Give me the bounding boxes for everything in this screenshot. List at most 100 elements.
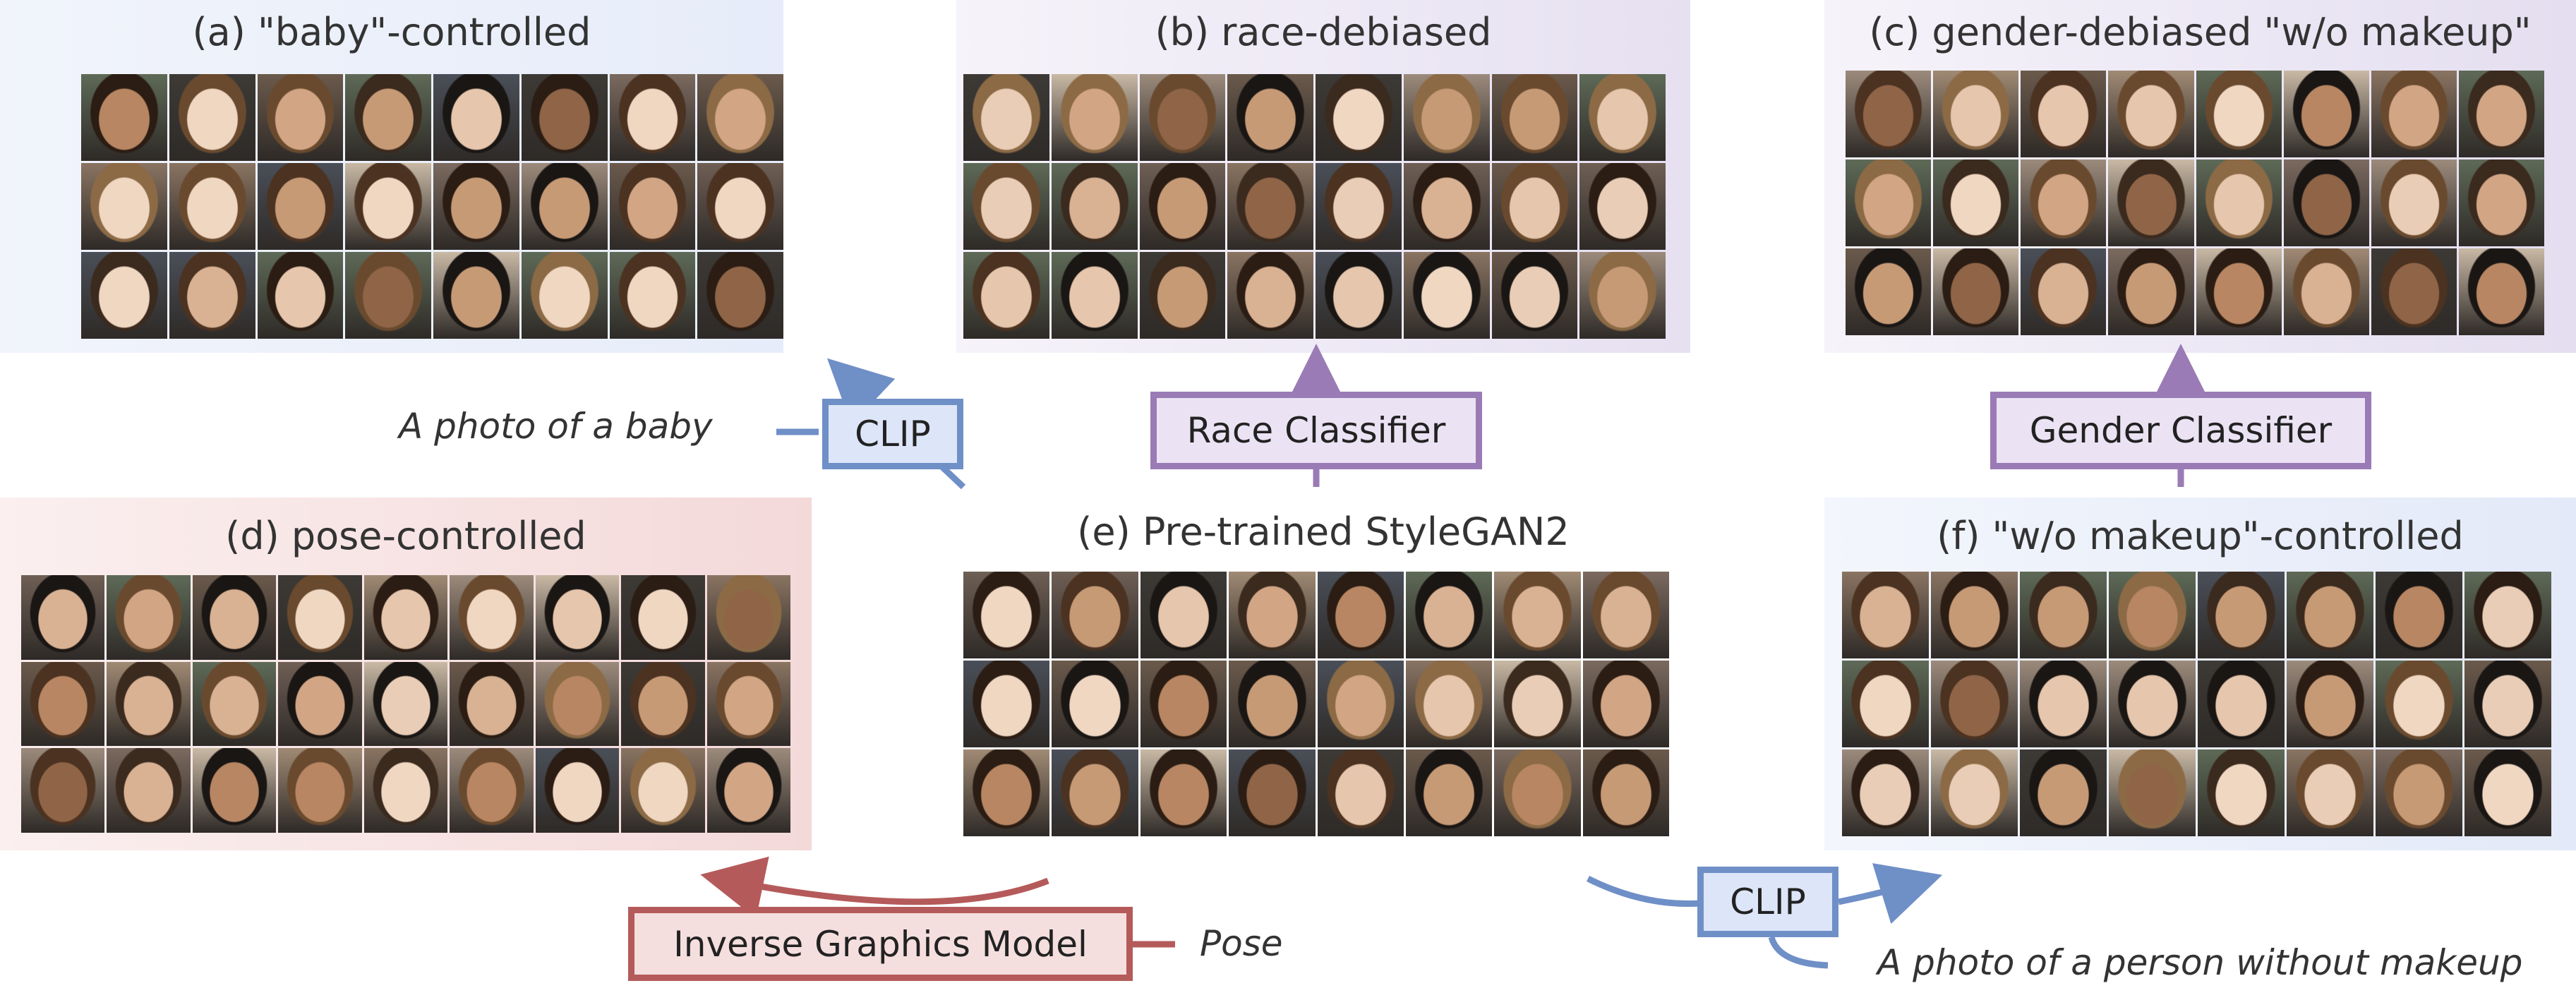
face-photo xyxy=(2108,159,2194,246)
title-race-debiased: (b) race-debiased xyxy=(1155,10,1492,54)
face-photo xyxy=(2458,159,2544,246)
face-grid-gender-debiased xyxy=(1846,71,2544,335)
arrow-inverse-to-pose xyxy=(700,856,1049,919)
face-photo xyxy=(1140,749,1227,836)
makeup-prompt-text: A photo of a person without makeup xyxy=(1877,942,2523,983)
face-photo xyxy=(1229,749,1316,836)
face-photo xyxy=(2020,572,2107,658)
face-photo xyxy=(2371,71,2457,157)
face-photo xyxy=(2108,248,2194,335)
face-photo xyxy=(21,661,105,747)
face-photo xyxy=(1229,572,1316,658)
face-photo xyxy=(2376,661,2462,747)
title-pose-controlled: (d) pose-controlled xyxy=(225,514,586,558)
face-photo xyxy=(1139,252,1226,339)
face-photo xyxy=(1491,163,1578,250)
face-photo xyxy=(1316,252,1402,339)
clip-box-bottom: CLIP xyxy=(1697,867,1838,937)
face-photo xyxy=(1931,749,2018,836)
face-photo xyxy=(609,163,696,250)
title-baby-controlled: (a) "baby"-controlled xyxy=(192,10,591,54)
face-photo xyxy=(2376,572,2462,658)
title-pretrained-stylegan2: (e) Pre-trained StyleGAN2 xyxy=(1077,510,1570,554)
face-photo xyxy=(1139,163,1226,250)
title-makeup-controlled: (f) "w/o makeup"-controlled xyxy=(1937,514,2464,558)
face-photo xyxy=(1582,572,1669,658)
face-photo xyxy=(2109,661,2196,747)
face-photo xyxy=(963,163,1049,250)
face-photo xyxy=(1582,749,1669,836)
face-photo xyxy=(535,575,620,660)
face-photo xyxy=(1579,74,1666,161)
face-photo xyxy=(697,252,783,339)
face-photo xyxy=(1405,749,1493,836)
face-photo xyxy=(963,749,1050,836)
gender-classifier-box: Gender Classifier xyxy=(1990,392,2371,469)
face-photo xyxy=(2458,71,2544,157)
face-photo xyxy=(2021,71,2107,157)
face-photo xyxy=(2108,71,2194,157)
face-photo xyxy=(2287,572,2373,658)
face-photo xyxy=(1842,572,1929,658)
face-photo xyxy=(2464,749,2551,836)
face-photo xyxy=(450,661,534,747)
face-photo xyxy=(192,748,277,833)
face-photo xyxy=(278,748,362,833)
face-photo xyxy=(2109,572,2196,658)
face-photo xyxy=(450,575,534,660)
face-photo xyxy=(697,163,783,250)
face-photo xyxy=(521,74,608,161)
face-photo xyxy=(1494,661,1581,747)
face-photo xyxy=(621,748,705,833)
face-photo xyxy=(363,575,448,660)
face-photo xyxy=(2196,248,2282,335)
title-gender-debiased: (c) gender-debiased "w/o makeup" xyxy=(1869,10,2532,54)
face-photo xyxy=(1227,163,1313,250)
face-photo xyxy=(1139,74,1226,161)
face-photo xyxy=(1403,252,1490,339)
face-photo xyxy=(257,252,344,339)
face-photo xyxy=(1491,252,1578,339)
face-photo xyxy=(1933,248,2019,335)
face-photo xyxy=(1052,749,1138,836)
line-pretrained-to-clip xyxy=(1586,875,1702,908)
face-photo xyxy=(2464,661,2551,747)
face-photo xyxy=(2196,71,2282,157)
face-photo xyxy=(621,661,705,747)
face-photo xyxy=(2376,749,2462,836)
face-photo xyxy=(345,163,431,250)
face-photo xyxy=(1846,248,1932,335)
face-photo xyxy=(433,163,519,250)
face-photo xyxy=(1931,572,2018,658)
face-photo xyxy=(257,163,344,250)
face-photo xyxy=(2283,248,2369,335)
face-photo xyxy=(1494,749,1581,836)
face-photo xyxy=(1405,661,1493,747)
face-photo xyxy=(1051,163,1138,250)
face-photo xyxy=(2020,749,2107,836)
face-photo xyxy=(535,661,620,747)
face-photo xyxy=(1317,661,1404,747)
face-photo xyxy=(1403,163,1490,250)
face-photo xyxy=(963,252,1049,339)
baby-prompt-text: A photo of a baby xyxy=(399,406,713,447)
face-photo xyxy=(2287,749,2373,836)
face-photo xyxy=(1846,71,1932,157)
face-photo xyxy=(169,74,255,161)
face-photo xyxy=(2371,159,2457,246)
inverse-graphics-box: Inverse Graphics Model xyxy=(628,907,1133,981)
face-photo xyxy=(2287,661,2373,747)
face-photo xyxy=(81,74,167,161)
face-photo xyxy=(450,748,534,833)
face-photo xyxy=(1582,661,1669,747)
face-photo xyxy=(2283,159,2369,246)
face-photo xyxy=(433,74,519,161)
face-photo xyxy=(697,74,783,161)
face-grid-makeup xyxy=(1842,572,2551,836)
face-photo xyxy=(963,74,1049,161)
face-photo xyxy=(2198,572,2285,658)
face-photo xyxy=(1933,71,2019,157)
face-grid-pretrained xyxy=(963,572,1669,836)
face-grid-baby xyxy=(81,74,783,339)
face-photo xyxy=(21,748,105,833)
